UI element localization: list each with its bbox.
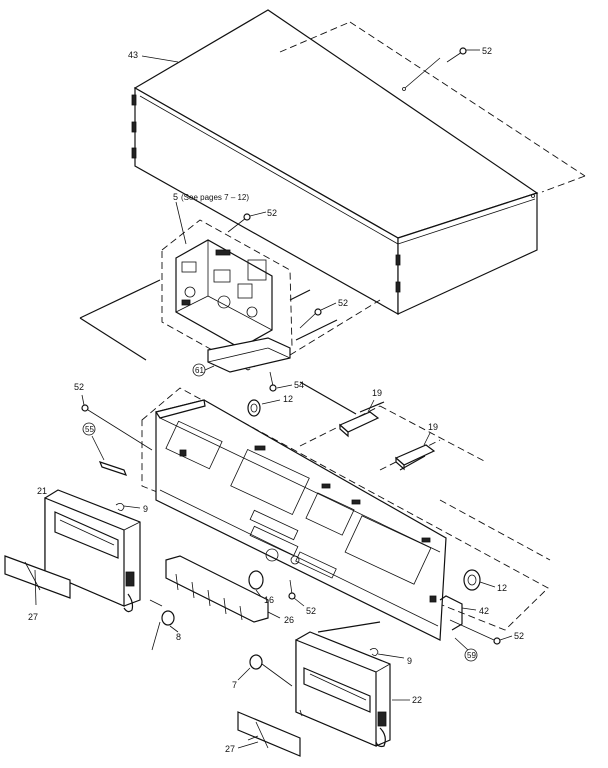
window-27-left: [4, 555, 71, 606]
part-16: [248, 570, 264, 599]
label-part-12-top: 12: [283, 394, 293, 404]
bracket-19b: [394, 432, 436, 471]
label-screw-16: 52: [306, 606, 316, 616]
label-part-7: 7: [232, 680, 237, 690]
top-cover: [131, 9, 539, 316]
label-mechanism-note: (See pages 7 – 12): [181, 193, 249, 202]
part-7: [237, 654, 293, 687]
knob-12-right: [463, 569, 496, 591]
label-part-9-left: 9: [143, 504, 148, 514]
knob-12-top: [247, 399, 281, 417]
label-part-16: 16: [264, 595, 274, 605]
label-part-21: 21: [37, 486, 47, 496]
bracket-42: [439, 595, 477, 631]
label-screw-54: 54: [294, 380, 304, 390]
label-part-27-right: 27: [225, 744, 235, 754]
label-part-27-left: 27: [28, 612, 38, 622]
label-part-9-right: 9: [407, 656, 412, 666]
cover-dashed-guides: [279, 21, 586, 193]
front-panel-chassis: [141, 387, 549, 641]
screw-right-door: [299, 709, 303, 717]
mechanism-guides: [79, 279, 381, 361]
bracket-19a: [338, 399, 380, 438]
cassette-mechanism: [161, 219, 293, 373]
window-27-right: [237, 711, 301, 757]
label-part-8: 8: [176, 632, 181, 642]
screw-16: [288, 579, 305, 607]
label-part-19b: 19: [428, 422, 438, 432]
label-part-42: 42: [479, 606, 489, 616]
spring-9-right: [369, 648, 405, 659]
label-screw-left: 52: [74, 382, 84, 392]
label-part-12-right: 12: [497, 583, 507, 593]
circled-55: [82, 422, 128, 476]
label-mechanism: 5: [173, 192, 178, 202]
label-part-22: 22: [412, 695, 422, 705]
spring-9-left: [115, 503, 141, 511]
label-screw-top: 52: [482, 46, 492, 56]
label-part-19a: 19: [372, 388, 382, 398]
top-screw: [404, 47, 480, 89]
label-part-26: 26: [284, 615, 294, 625]
cassette-door-21: [44, 489, 141, 613]
circled-59: [454, 637, 478, 662]
label-screw-right: 52: [514, 631, 524, 641]
label-circled-55: 55: [85, 425, 94, 434]
part-8: [149, 599, 175, 651]
label-screw-mech-a: 52: [267, 208, 277, 218]
label-circled-59: 59: [467, 651, 476, 660]
left-screw: [81, 394, 153, 451]
mechanism-screws: [227, 211, 337, 392]
circuit-board-26: [165, 555, 281, 623]
label-cover: 43: [128, 50, 138, 60]
cassette-door-22: [295, 621, 391, 748]
part-labels: 43 52 5 (See pages 7 – 12) 52 52 61 54 5…: [28, 46, 524, 754]
right-screw: [449, 619, 513, 645]
label-screw-mech-b: 52: [338, 298, 348, 308]
label-circled-61: 61: [195, 366, 204, 375]
circled-61: [192, 363, 215, 377]
